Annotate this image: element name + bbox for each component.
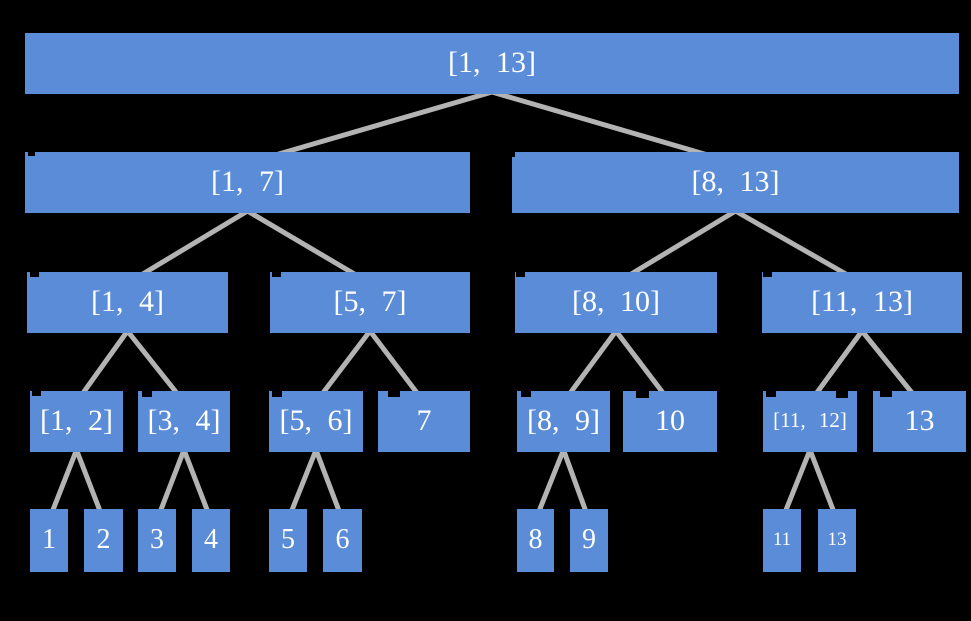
node-label: [1, 13] [448,45,536,79]
corner-notch [766,391,776,397]
tree-edge [625,208,738,279]
tree-edge [535,447,566,516]
node-label: 3 [150,523,164,555]
corner-notch [512,152,515,157]
tree-edge [566,328,619,398]
tree-node-node-11: 11 [763,509,801,572]
tree-edge [561,447,589,516]
tree-edge [245,208,361,279]
node-label: 5 [281,523,295,555]
node-label: [1, 2] [40,403,113,437]
tree-node-node-9: 9 [570,509,608,572]
tree-node-node-10: 10 [623,391,717,452]
tree-node-node-13: 13 [818,509,856,572]
tree-node-node-1-13: [1, 13] [25,33,959,94]
tree-edge [812,328,865,398]
tree-node-node-1-2: [1, 2] [30,391,123,452]
tree-edge [157,447,187,516]
tree-node-node-8-9: [8, 9] [517,391,610,452]
tree-node-node-3: 3 [138,509,176,572]
node-label: 11 [772,529,792,550]
corner-notch [272,391,282,397]
corner-notch [516,272,525,277]
tree-edge [489,89,714,159]
tree-node-node-1-7: [1, 7] [25,152,470,213]
tree-edge [125,328,181,398]
corner-notch [880,391,892,397]
tree-node-node-6: 6 [323,509,362,572]
corner-notch [32,391,41,396]
corner-notch [272,272,281,277]
node-label: 13 [827,529,847,550]
node-label: [5, 6] [279,403,353,437]
node-label: [3, 4] [147,403,221,437]
tree-edge [313,447,343,516]
tree-edge [137,208,250,279]
tree-edge [181,447,211,516]
tree-edge [733,208,852,279]
tree-node-node-1: 1 [30,509,68,572]
node-label: 9 [582,523,596,555]
corner-notch [836,391,848,398]
tree-node-node-3-4: [3, 4] [138,391,230,452]
node-label: [8, 13] [691,164,780,198]
tree-edge [367,328,422,398]
tree-node-node-1-4: [1, 4] [27,272,228,333]
corner-notch [142,391,152,397]
tree-edge [613,328,668,398]
tree-edge [288,447,319,516]
node-label: 10 [655,403,685,437]
tree-node-node-4: 4 [192,509,230,572]
tree-node-node-8-13: [8, 13] [512,152,959,213]
corner-notch [28,152,35,156]
tree-node-node-11-13: [11, 13] [762,272,962,333]
tree-edge [79,328,130,398]
node-label: 6 [335,523,350,555]
tree-edge [318,328,373,398]
tree-edge [807,447,837,516]
corner-notch [521,391,531,397]
tree-node-node-8-10: [8, 10] [515,272,717,333]
node-label: 4 [204,523,218,555]
tree-edge [49,447,79,516]
corner-notch [388,391,400,397]
tree-node-node-5-6: [5, 6] [269,391,363,452]
corner-notch [636,391,649,398]
node-label: [11, 13] [811,284,913,318]
node-label: 1 [42,523,56,555]
node-label: 13 [904,403,935,437]
tree-node-node-8: 8 [517,509,554,572]
tree-edge [74,447,104,516]
corner-notch [763,272,772,277]
node-label: [8, 10] [572,284,660,318]
tree-node-node-13: 13 [873,391,966,452]
tree-edge [269,89,495,159]
tree-node-node-5-7: [5, 7] [270,272,470,333]
node-label: [1, 7] [211,164,284,198]
node-label: 7 [416,403,432,437]
tree-edge [782,447,813,516]
node-label: 8 [528,523,543,555]
tree-edge [859,328,917,398]
node-label: [8, 9] [527,403,600,437]
node-label: [1, 4] [91,284,164,318]
node-label: [11, 12] [773,408,847,432]
node-label: 2 [96,523,111,555]
tree-node-node-11-12: [11, 12] [763,391,857,452]
tree-node-node-2: 2 [84,509,123,572]
tree-node-node-5: 5 [269,509,307,572]
node-label: [5, 7] [333,284,407,318]
corner-notch [30,272,39,277]
tree-node-node-7: 7 [378,391,470,452]
